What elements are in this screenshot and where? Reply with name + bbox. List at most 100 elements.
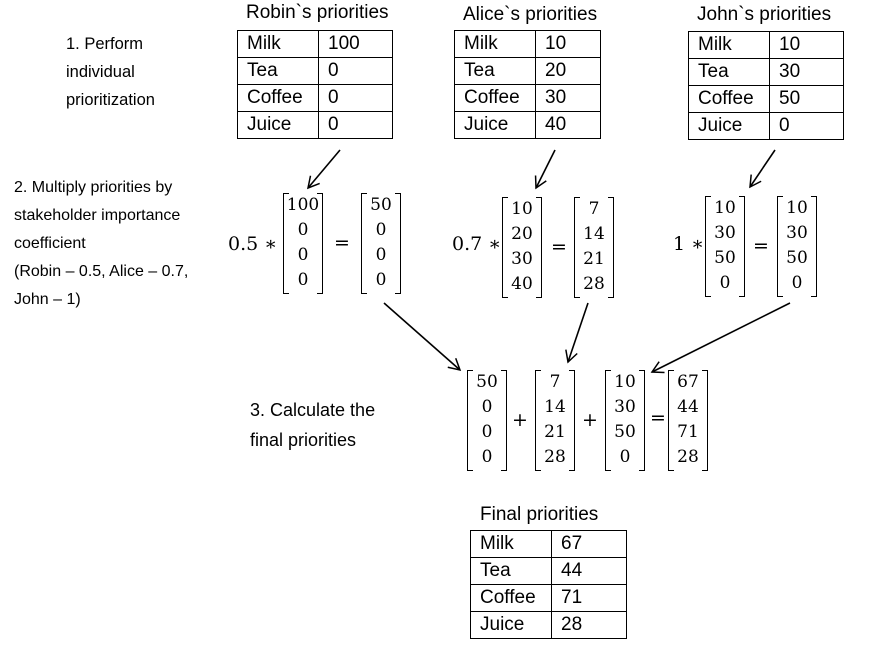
arrow-john-result-to-sum xyxy=(650,302,791,374)
arrow-alice-table-to-equation xyxy=(534,149,556,190)
value-cell: 28 xyxy=(551,611,627,639)
john-input-vector: 10 30 50 0 xyxy=(705,196,745,297)
plus-sign: + xyxy=(512,409,528,431)
bracket-left xyxy=(361,193,367,294)
vector-cell: 0 xyxy=(297,220,309,240)
vector-cell: 50 xyxy=(370,195,392,215)
vector-cell: 0 xyxy=(619,447,631,467)
item-cell: Tea xyxy=(470,557,552,585)
bracket-left xyxy=(535,370,541,471)
vector-cell: 50 xyxy=(714,248,736,268)
vector-cell: 0 xyxy=(791,273,803,293)
bracket-right xyxy=(608,197,614,298)
vector-cell: 50 xyxy=(786,248,808,268)
equals-sign: = xyxy=(551,236,567,258)
vector-cell: 0 xyxy=(375,245,387,265)
john-table-title: John`s priorities xyxy=(697,4,832,25)
step-3-line: final priorities xyxy=(250,430,357,450)
vector-cell: 0 xyxy=(297,245,309,265)
bracket-left xyxy=(668,370,674,471)
vector-cell: 50 xyxy=(614,422,636,442)
step-3-label: 3. Calculate the final priorities xyxy=(250,395,375,455)
arrow-alice-result-to-sum xyxy=(565,302,589,364)
vector-cell: 10 xyxy=(714,198,736,218)
step-1-line: individual xyxy=(66,63,135,81)
vector-cell: 0 xyxy=(297,270,309,290)
vector-cell: 40 xyxy=(511,274,533,294)
vector-cell: 30 xyxy=(511,249,533,269)
vector-cell: 0 xyxy=(375,270,387,290)
vector-cell: 0 xyxy=(719,273,731,293)
step-2-line: 2. Multiply priorities by xyxy=(14,179,173,196)
item-cell: Juice xyxy=(454,111,536,139)
vector-cell: 0 xyxy=(481,422,493,442)
item-cell: Juice xyxy=(470,611,552,639)
value-cell: 10 xyxy=(535,30,601,58)
step-1-label: 1. Perform individual prioritization xyxy=(66,30,155,114)
step-2-line: (Robin – 0.5, Alice – 0.7, xyxy=(14,263,189,280)
vector-cell: 50 xyxy=(476,372,498,392)
value-cell: 40 xyxy=(535,111,601,139)
vector-cell: 0 xyxy=(481,447,493,467)
sum-term-john: 10 30 50 0 xyxy=(605,370,645,471)
item-cell: Milk xyxy=(470,530,552,558)
bracket-right xyxy=(536,197,542,298)
bracket-right xyxy=(317,193,323,294)
vector-cell: 30 xyxy=(786,223,808,243)
robin-input-vector: 100 0 0 0 xyxy=(283,193,323,294)
bracket-right xyxy=(739,196,745,297)
value-cell: 0 xyxy=(769,112,844,140)
vector-cell: 28 xyxy=(583,274,605,294)
alice-input-vector: 10 20 30 40 xyxy=(502,197,542,298)
bracket-right xyxy=(811,196,817,297)
value-cell: 10 xyxy=(769,31,844,59)
vector-cell: 30 xyxy=(614,397,636,417)
arrow-john-table-to-equation xyxy=(749,149,776,189)
value-cell: 44 xyxy=(551,557,627,585)
sum-term-alice: 7 14 21 28 xyxy=(535,370,575,471)
item-cell: Coffee xyxy=(688,85,770,113)
multiply-sign: ∗ xyxy=(264,233,278,255)
coefficient-value: 0.5 xyxy=(228,233,259,255)
sum-term-robin: 50 0 0 0 xyxy=(467,370,507,471)
bracket-left xyxy=(777,196,783,297)
vector-cell: 28 xyxy=(677,447,699,467)
value-cell: 0 xyxy=(318,84,393,112)
step-1-line: 1. Perform xyxy=(66,35,144,53)
step-2-line: John – 1) xyxy=(14,291,81,308)
step-2-label: 2. Multiply priorities by stakeholder im… xyxy=(14,174,188,314)
equals-sign: = xyxy=(753,235,769,257)
equals-sign: = xyxy=(650,407,666,429)
value-cell: 0 xyxy=(318,111,393,139)
step-1-line: prioritization xyxy=(66,91,155,109)
vector-cell: 30 xyxy=(714,223,736,243)
john-coefficient: 1 ∗ xyxy=(673,233,704,255)
john-result-vector: 10 30 50 0 xyxy=(777,196,817,297)
vector-cell: 0 xyxy=(481,397,493,417)
item-cell: Milk xyxy=(688,31,770,59)
vector-cell: 44 xyxy=(677,397,699,417)
multiply-sign: ∗ xyxy=(488,233,502,255)
coefficient-value: 1 xyxy=(673,233,686,255)
vector-cell: 67 xyxy=(677,372,699,392)
bracket-right xyxy=(501,370,507,471)
plus-sign: + xyxy=(582,409,598,431)
alice-coefficient: 0.7 ∗ xyxy=(452,233,501,255)
bracket-left xyxy=(502,197,508,298)
vector-cell: 10 xyxy=(511,199,533,219)
bracket-right xyxy=(569,370,575,471)
item-cell: Tea xyxy=(454,57,536,85)
alice-result-vector: 7 14 21 28 xyxy=(574,197,614,298)
item-cell: Tea xyxy=(688,58,770,86)
arrow-robin-result-to-sum xyxy=(383,302,462,372)
